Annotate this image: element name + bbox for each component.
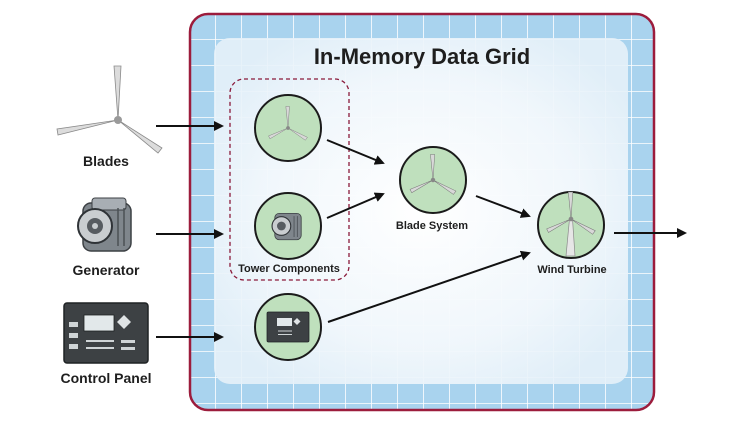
arrow-blades-to-blade-system — [326, 139, 385, 165]
control-panel-icon — [63, 302, 149, 364]
wind-turbine-node-icon — [546, 191, 596, 257]
arrow-control-panel-to-wind-turbine — [327, 250, 531, 323]
generator-icon — [77, 197, 132, 252]
generator-label: Generator — [72, 262, 140, 278]
tower-components-label: Tower Components — [238, 263, 340, 275]
control-panel-label: Control Panel — [60, 370, 152, 386]
blades-icon — [56, 65, 163, 154]
arrow-blade-system-to-wind-turbine — [475, 195, 531, 218]
arrow-generator-to-blade-system — [326, 192, 385, 219]
control-panel-node-icon — [266, 311, 310, 343]
data-grid-title: In-Memory Data Grid — [313, 44, 531, 69]
blades-label: Blades — [83, 153, 129, 169]
generator-node-icon — [271, 212, 302, 241]
blade-system-label: Blade System — [395, 220, 469, 232]
wind-turbine-label: Wind Turbine — [537, 264, 607, 276]
tower-components-group — [229, 78, 350, 281]
